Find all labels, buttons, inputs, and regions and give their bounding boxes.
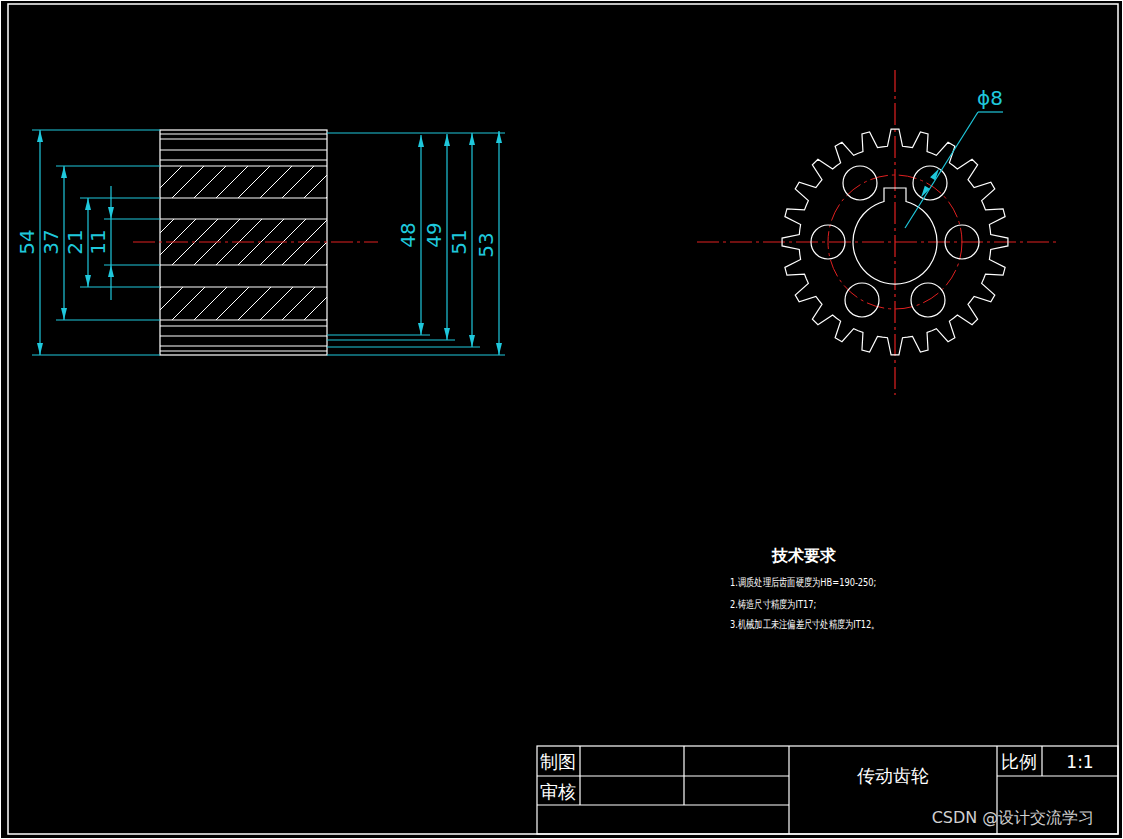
- gear-edge-line: [160, 159, 327, 160]
- dimension-text: 21: [65, 229, 85, 254]
- gear-teeth: [782, 129, 1008, 355]
- lightening-hole: [843, 166, 877, 200]
- section-hatch: [160, 166, 327, 198]
- arrowhead: [418, 323, 424, 335]
- center-line: [697, 241, 1058, 242]
- arrowhead: [61, 308, 67, 320]
- arrowhead: [61, 166, 67, 178]
- table-cell: 审核: [540, 783, 576, 801]
- arrowhead: [108, 265, 114, 277]
- gear-edge-line: [160, 325, 327, 326]
- lightening-hole: [911, 283, 945, 317]
- inner-frame: [8, 4, 1118, 834]
- extension-line: [327, 132, 505, 133]
- dimension-text: 54: [17, 229, 37, 254]
- center-line: [894, 70, 895, 395]
- drawing-title: 传动齿轮: [857, 767, 929, 785]
- technical-note: 1.调质处理后齿面硬度为HB=190-250;: [730, 577, 876, 588]
- table-line: [683, 746, 684, 805]
- dimension-line: [110, 186, 111, 300]
- dimension-line: [420, 135, 421, 335]
- arrowhead: [444, 328, 450, 340]
- table-line: [537, 804, 789, 805]
- extension-line: [56, 319, 160, 320]
- gear-edge-line: [160, 218, 327, 219]
- extension-line: [327, 334, 430, 335]
- lightening-hole: [945, 225, 979, 259]
- gear-edge-line: [160, 286, 327, 287]
- title-block: [537, 746, 1118, 834]
- arrowhead: [469, 133, 475, 145]
- section-hatch: [160, 287, 327, 320]
- keyed-bore: [853, 188, 937, 284]
- watermark: CSDN @设计交流学习: [932, 810, 1095, 826]
- table-cell: 1:1: [1066, 754, 1093, 771]
- arrowhead: [469, 335, 475, 347]
- dimension-line: [471, 133, 472, 347]
- table-line: [997, 775, 1118, 776]
- arrowhead: [37, 130, 43, 142]
- gear-edge-line: [160, 335, 327, 336]
- arrowhead: [496, 343, 502, 355]
- table-line: [1041, 746, 1042, 776]
- arrowhead: [85, 198, 91, 210]
- arrowhead: [444, 134, 450, 146]
- extension-line: [80, 286, 160, 287]
- gear-edge-line: [160, 133, 327, 134]
- table-line: [579, 746, 580, 805]
- table-line: [537, 775, 789, 776]
- lightening-hole: [913, 166, 947, 200]
- table-cell: 比例: [1001, 753, 1037, 771]
- table-cell: 制图: [540, 753, 576, 771]
- gear-edge-line: [160, 345, 327, 346]
- leader-line: [978, 111, 1003, 112]
- gear-edge-line: [160, 264, 327, 265]
- dimension-text: 51: [449, 229, 469, 254]
- gear-edge-line: [160, 165, 327, 166]
- arrowhead: [108, 207, 114, 219]
- dimension-text: 49: [424, 222, 444, 247]
- arrowhead: [930, 169, 939, 181]
- gear-edge-line: [160, 350, 327, 351]
- arrowhead: [85, 275, 91, 287]
- arrowhead: [496, 131, 502, 143]
- technical-note: 2.铸造尺寸精度为IT17;: [730, 599, 816, 610]
- dimension-text: 37: [41, 229, 61, 254]
- lightening-hole: [845, 283, 879, 317]
- extension-line: [327, 339, 455, 340]
- extension-line: [80, 197, 160, 198]
- section-hatch: [160, 219, 327, 265]
- extension-line: [327, 354, 505, 355]
- extension-line: [104, 218, 160, 219]
- extension-line: [327, 346, 480, 347]
- dimension-text: 48: [398, 222, 418, 247]
- arrowhead: [921, 186, 930, 198]
- extension-line: [32, 354, 160, 355]
- center-line: [133, 241, 378, 242]
- dimension-text: 11: [88, 229, 108, 254]
- dimension-text: ϕ8: [977, 88, 1003, 108]
- gear-edge-line: [160, 138, 327, 139]
- dimension-line: [498, 131, 499, 355]
- arrowhead: [37, 343, 43, 355]
- notes-heading: 技术要求: [772, 548, 836, 564]
- extension-line: [32, 129, 160, 130]
- extension-line: [104, 264, 160, 265]
- gear-edge-line: [160, 149, 327, 150]
- extension-line: [56, 165, 160, 166]
- gear-edge-line: [160, 319, 327, 320]
- table-line: [788, 746, 789, 834]
- lightening-hole: [811, 225, 845, 259]
- dimension-text: 53: [476, 232, 496, 257]
- leader-line: [905, 112, 978, 228]
- dimension-line: [446, 134, 447, 340]
- gear-edge-line: [160, 197, 327, 198]
- technical-note: 3.机械加工未注偏差尺寸处精度为IT12。: [730, 619, 880, 630]
- arrowhead: [418, 135, 424, 147]
